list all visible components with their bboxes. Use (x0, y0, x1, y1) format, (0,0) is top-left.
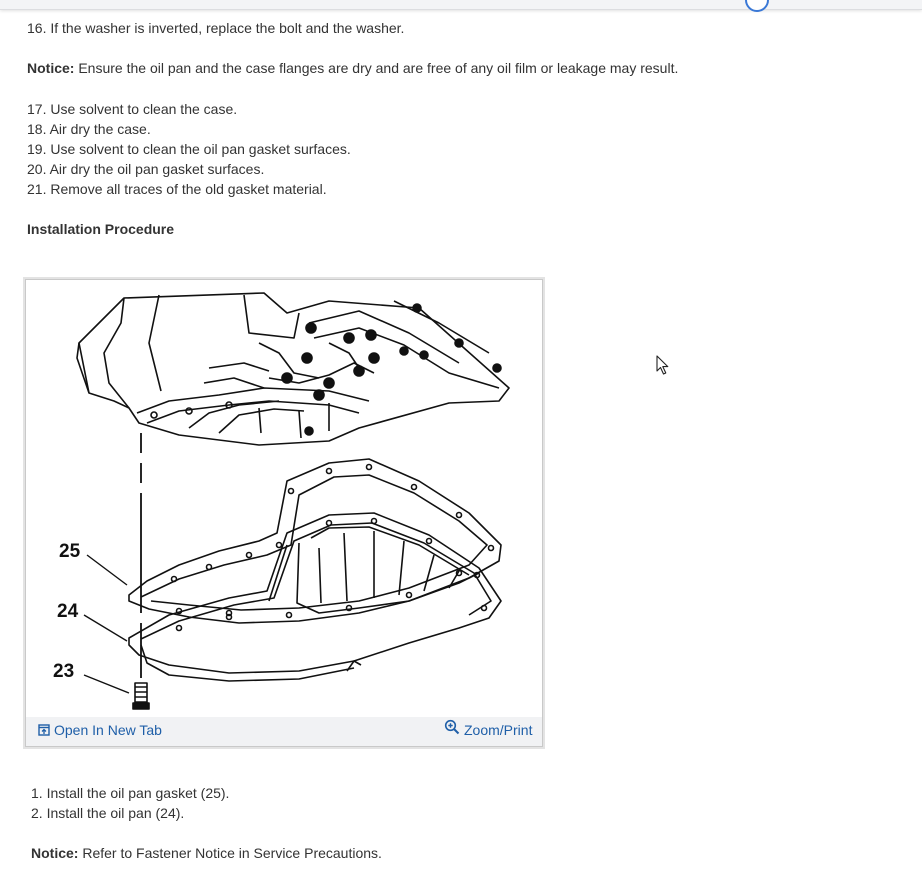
oil-pan-gasket-drawing (128, 458, 502, 624)
notice-label: Notice: (27, 60, 75, 76)
open-in-new-tab-icon (38, 724, 50, 736)
figure-toolbar: Open In New Tab Zoom/Print (26, 717, 542, 746)
notice-oil-pan-dry: Notice: Ensure the oil pan and the case … (27, 59, 678, 77)
step-18: 18. Air dry the case. (27, 121, 151, 137)
zoom-print-link[interactable]: Zoom/Print (444, 719, 533, 738)
step-16: 16. If the washer is inverted, replace t… (27, 20, 405, 36)
mouse-pointer-icon (656, 355, 669, 375)
oil-pan-diagram-image[interactable]: 25 24 23 (29, 283, 539, 717)
top-toolbar (0, 0, 922, 12)
notice-text: Refer to Fastener Notice in Service Prec… (78, 845, 382, 861)
zoom-print-label: Zoom/Print (464, 722, 533, 738)
callout-23: 23 (53, 661, 74, 682)
transmission-case-drawing (76, 292, 510, 446)
notice-label: Notice: (31, 845, 79, 861)
step-19: 19. Use solvent to clean the oil pan gas… (27, 141, 351, 157)
notice-fastener: Notice: Refer to Fastener Notice in Serv… (31, 844, 382, 862)
figure-oil-pan-installation: 25 24 23 Open In New Tab Zoom/Print (25, 279, 543, 747)
oil-pan-drawing (128, 512, 502, 682)
notice-text: Ensure the oil pan and the case flanges … (74, 60, 679, 76)
step-17: 17. Use solvent to clean the case. (27, 101, 238, 117)
section-heading-installation: Installation Procedure (27, 221, 175, 237)
open-in-new-tab-link[interactable]: Open In New Tab (38, 722, 162, 738)
profile-avatar-icon[interactable] (745, 0, 769, 12)
step-20: 20. Air dry the oil pan gasket surfaces. (27, 161, 265, 177)
zoom-in-icon (444, 719, 460, 735)
callout-25: 25 (59, 541, 81, 562)
install-step-1: 1. Install the oil pan gasket (25). (31, 785, 230, 801)
step-21: 21. Remove all traces of the old gasket … (27, 181, 327, 197)
bolt-23-drawing (132, 682, 150, 710)
install-step-2: 2. Install the oil pan (24). (31, 805, 185, 821)
open-in-new-tab-label: Open In New Tab (54, 722, 162, 738)
callout-24: 24 (57, 601, 79, 622)
